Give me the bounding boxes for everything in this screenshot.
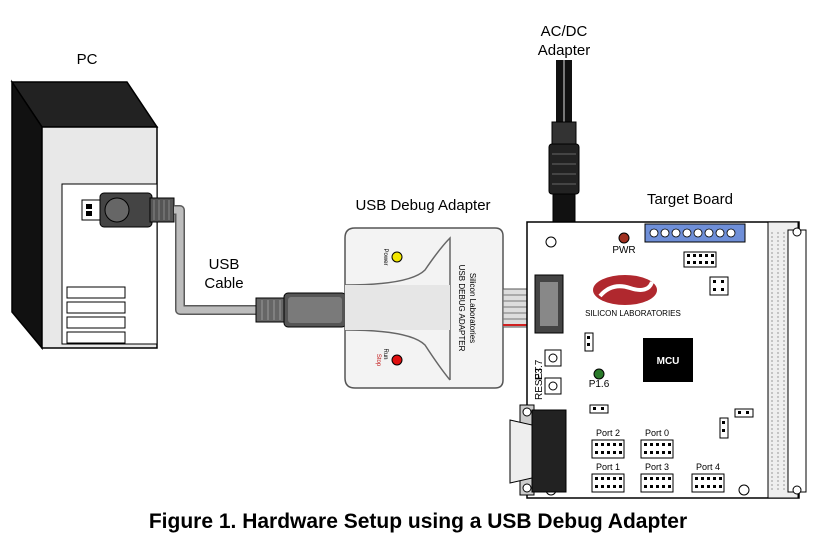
p16-label: P1.6 — [589, 379, 610, 390]
power-led — [391, 251, 403, 263]
adapter-model-label: USB DEBUG ADAPTER — [457, 265, 466, 352]
header-pin — [644, 477, 647, 480]
header-pin — [668, 451, 671, 454]
header-pin — [607, 485, 610, 488]
pwr-led — [618, 232, 630, 244]
header-pin — [656, 443, 659, 446]
header-pin — [613, 477, 616, 480]
port2-label: Port 2 — [596, 428, 620, 438]
header-pin — [656, 451, 659, 454]
ac-adapter-label-line2: Adapter — [537, 42, 591, 59]
header-pin — [662, 477, 665, 480]
figure-caption: Figure 1. Hardware Setup using a USB Deb… — [148, 510, 688, 533]
header-pin — [668, 443, 671, 446]
header-pin — [650, 443, 653, 446]
usb-cable-label-line1: USB — [208, 256, 240, 273]
header-pin — [644, 485, 647, 488]
usb-plug-adapter — [255, 292, 347, 328]
header-pin — [595, 485, 598, 488]
header-pin — [601, 451, 604, 454]
header-pin — [601, 443, 604, 446]
header-pin — [707, 485, 710, 488]
board-brand-label: SILICON LABORATORIES — [585, 309, 681, 318]
header-pin — [719, 485, 722, 488]
header-pin — [668, 477, 671, 480]
usb-cable-label-line2: Cable — [204, 275, 244, 292]
header-pin — [613, 451, 616, 454]
header-pin — [601, 477, 604, 480]
target-board-label: Target Board — [647, 191, 733, 208]
header-pin — [619, 443, 622, 446]
p37-label: P3.7 — [534, 359, 545, 380]
header-pin — [701, 485, 704, 488]
header-pin — [619, 451, 622, 454]
silicon-labs-logo — [593, 275, 657, 305]
mcu-chip — [643, 338, 693, 382]
port4-label: Port 4 — [696, 462, 720, 472]
pc-tower — [10, 79, 159, 351]
header-pin — [695, 485, 698, 488]
header-pin — [719, 477, 722, 480]
pwr-label: PWR — [612, 245, 635, 256]
header-pin — [656, 477, 659, 480]
adapter-brand-label: Silicon Laboratories — [468, 273, 477, 343]
ac-adapter-label-line1: AC/DC — [540, 23, 588, 40]
mcu-label: MCU — [657, 356, 680, 367]
header-pin — [619, 485, 622, 488]
header-pin — [595, 477, 598, 480]
header-pin — [644, 443, 647, 446]
pc-label: PC — [76, 51, 98, 68]
header-pin — [607, 443, 610, 446]
target-board — [509, 221, 807, 499]
header-pin — [662, 451, 665, 454]
header-pin — [644, 451, 647, 454]
header-pin — [607, 477, 610, 480]
header-pin — [595, 443, 598, 446]
port3-label: Port 3 — [645, 462, 669, 472]
header-pin — [695, 477, 698, 480]
usb-plug-pc — [81, 192, 175, 228]
power-led-label: Power — [382, 248, 388, 265]
header-pin — [595, 451, 598, 454]
header-pin — [713, 485, 716, 488]
header-pin — [713, 477, 716, 480]
header-pin — [650, 477, 653, 480]
header-pin — [601, 485, 604, 488]
serial-connector — [509, 404, 567, 496]
p16-led — [593, 368, 605, 380]
header-pin — [707, 477, 710, 480]
header-pin — [607, 451, 610, 454]
header-pin — [650, 485, 653, 488]
stop-label: Stop — [375, 354, 381, 367]
header-pin — [662, 443, 665, 446]
usb-debug-adapter-box — [344, 227, 504, 389]
port0-label: Port 0 — [645, 428, 669, 438]
header-pin — [656, 485, 659, 488]
port1-label: Port 1 — [596, 462, 620, 472]
header-pin — [650, 451, 653, 454]
header-pin — [619, 477, 622, 480]
reset-label: RESET — [534, 367, 545, 400]
header-pin — [701, 477, 704, 480]
header-pin — [662, 485, 665, 488]
usb-debug-adapter-label: USB Debug Adapter — [355, 197, 491, 214]
header-pin — [613, 443, 616, 446]
run-led — [391, 354, 403, 366]
header-pin — [613, 485, 616, 488]
run-label: Run — [382, 348, 388, 359]
header-pin — [668, 485, 671, 488]
